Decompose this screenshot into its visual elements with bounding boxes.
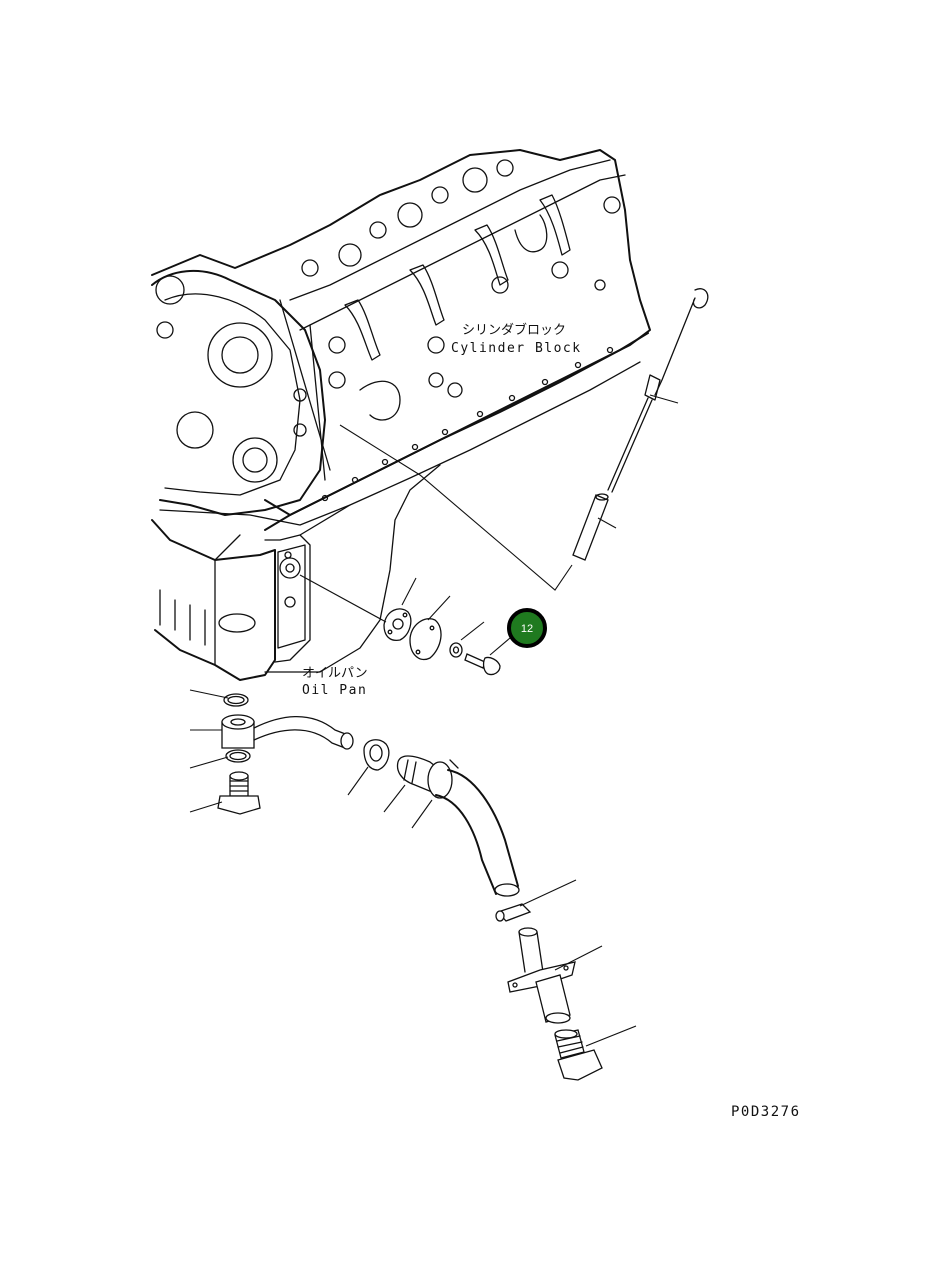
part-callout-12[interactable]: 12 — [507, 608, 547, 648]
oil-pan-label-jp: オイルパン — [302, 666, 368, 681]
callout-circle[interactable] — [507, 608, 547, 648]
callout-number: 12 — [521, 623, 533, 635]
engine-block-drawing — [151, 149, 651, 531]
oil-pan-drawing — [151, 464, 441, 681]
cover-plate-group — [299, 574, 511, 676]
cylinder-block-label-jp: シリンダブロック — [462, 322, 566, 338]
drain-assembly-drawing — [189, 689, 520, 897]
strainer-assembly-drawing — [495, 879, 637, 1081]
dipstick-drawing — [572, 288, 709, 561]
drawing-number: P0D3276 — [731, 1104, 801, 1120]
cylinder-block-label-en: Cylinder Block — [451, 341, 582, 356]
oil-pan-label-en: Oil Pan — [302, 683, 367, 698]
leader-line — [339, 424, 573, 591]
